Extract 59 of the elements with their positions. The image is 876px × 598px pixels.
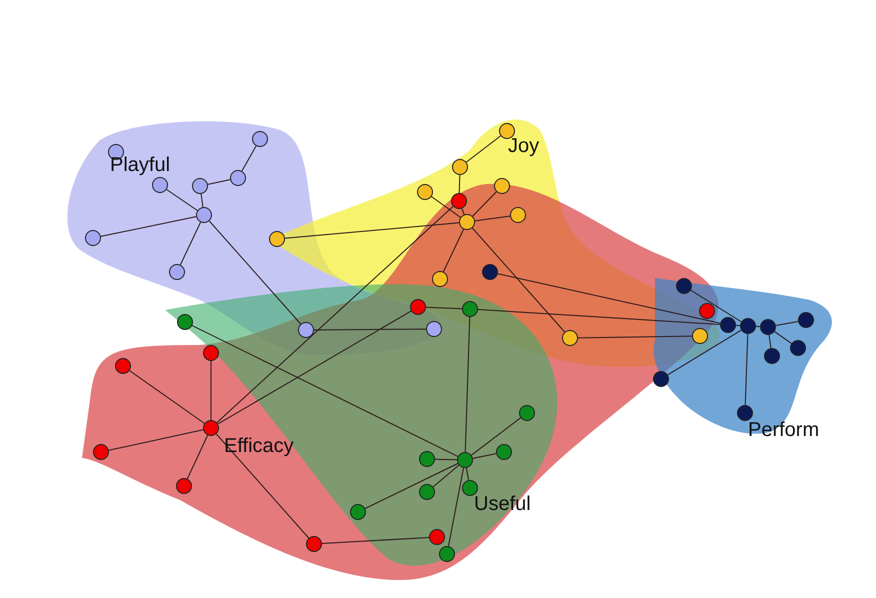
edge-line	[431, 196, 461, 218]
circle-node	[192, 178, 208, 194]
edge-line	[284, 222, 460, 239]
edge-line	[186, 434, 208, 480]
edge-line	[472, 453, 497, 459]
circle-node	[169, 264, 185, 280]
edge-line	[216, 206, 454, 424]
edge-line	[200, 193, 204, 208]
edge-line	[314, 328, 426, 330]
edge-line	[690, 290, 742, 322]
edge-line	[210, 360, 212, 420]
edge-line	[217, 310, 412, 424]
edge-line	[108, 429, 204, 451]
region-label: Joy	[508, 136, 540, 156]
edge-line	[448, 467, 464, 547]
edge-line	[470, 417, 522, 456]
edge-line	[472, 227, 566, 333]
edge-line	[321, 536, 430, 544]
edge-line	[756, 326, 760, 328]
edge-line	[497, 273, 721, 324]
circle-node	[252, 131, 268, 147]
edge-line	[474, 216, 511, 222]
region-label: Playful	[110, 155, 170, 175]
edge-line	[192, 325, 458, 457]
region-label: Efficacy	[224, 436, 294, 456]
edge-line	[458, 174, 460, 194]
circle-node	[85, 230, 101, 246]
edge-line	[472, 191, 497, 217]
region-label: Perform	[748, 420, 820, 440]
edge-line	[129, 370, 205, 424]
edge-line	[464, 316, 470, 452]
edge-line	[466, 135, 502, 163]
edge-line	[166, 189, 198, 211]
edge-line	[207, 179, 231, 185]
edge-line	[578, 336, 692, 338]
edge-line	[775, 320, 799, 326]
edge-line	[216, 433, 310, 539]
edge-line	[461, 208, 465, 216]
edge-line	[667, 330, 742, 376]
edge-line	[432, 464, 460, 488]
edge-line	[241, 145, 257, 172]
circle-node	[177, 314, 193, 330]
edge-line	[466, 467, 470, 481]
circle-node	[196, 207, 212, 223]
circle-node	[230, 170, 246, 186]
edge-line	[180, 222, 202, 266]
edge-line	[208, 220, 302, 325]
edge-line	[442, 228, 464, 272]
circle-node	[152, 177, 168, 193]
edge-line	[736, 324, 740, 326]
edge-line	[100, 216, 197, 237]
edge-line	[477, 309, 721, 325]
edge-line	[434, 458, 458, 460]
edge-line	[364, 463, 458, 509]
edge-line	[744, 334, 748, 406]
circle-node	[269, 231, 285, 247]
edge-line	[426, 306, 462, 310]
edge-line	[774, 331, 792, 344]
edge-line	[768, 334, 772, 349]
